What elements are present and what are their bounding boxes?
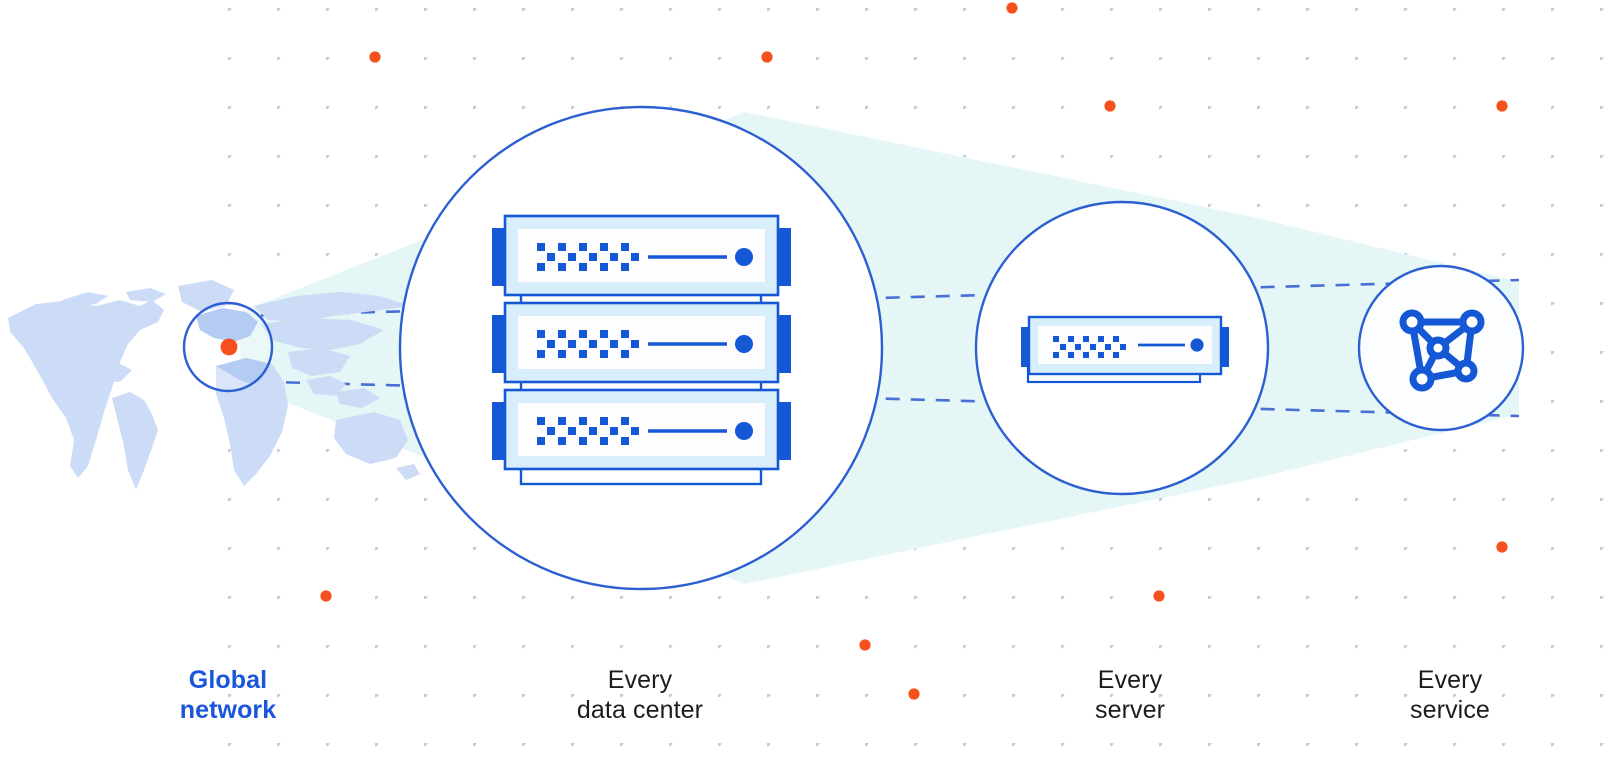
global-network-circle: [182, 301, 274, 393]
status-led-1: [735, 248, 753, 266]
server-unit-2: [492, 301, 791, 384]
node-top-left: [1399, 309, 1425, 335]
single-server-icon: [1021, 315, 1229, 384]
vent-dots-1: [537, 243, 639, 271]
server-unit-1: [492, 214, 791, 297]
stage-every-data-center[interactable]: [398, 105, 884, 591]
node-bottom-left: [1409, 366, 1435, 392]
accent-dots: [320, 2, 1508, 700]
node-center: [1426, 336, 1450, 360]
status-led-server: [1190, 338, 1204, 352]
stage-label-global-network: Global network: [179, 666, 277, 724]
network-graph-nodes: [1399, 309, 1485, 392]
vent-dots-2: [537, 330, 639, 358]
stage-label-every-data-center: Every data center: [576, 666, 704, 724]
data-center-circle: [398, 105, 884, 591]
vent-dots-server: [1053, 336, 1126, 358]
node-top-right: [1459, 309, 1485, 335]
status-led-3: [735, 422, 753, 440]
status-led-2: [735, 335, 753, 353]
stage-every-service[interactable]: [1357, 264, 1525, 432]
stage-label-every-server: Every server: [1094, 666, 1166, 724]
server-rack-icon: [492, 214, 791, 486]
server-circle: [974, 200, 1270, 496]
stage-label-every-service: Every service: [1410, 666, 1490, 724]
location-pin-marker[interactable]: [220, 338, 238, 356]
vent-dots-3: [537, 417, 639, 445]
world-map-icon: [8, 280, 420, 490]
service-circle: [1357, 264, 1525, 432]
server-unit-3: [492, 388, 791, 471]
node-bottom-right: [1454, 359, 1478, 383]
stage-every-server[interactable]: [974, 200, 1270, 496]
stage-global-network[interactable]: [8, 280, 420, 490]
globe-highlight-region: [184, 303, 272, 391]
